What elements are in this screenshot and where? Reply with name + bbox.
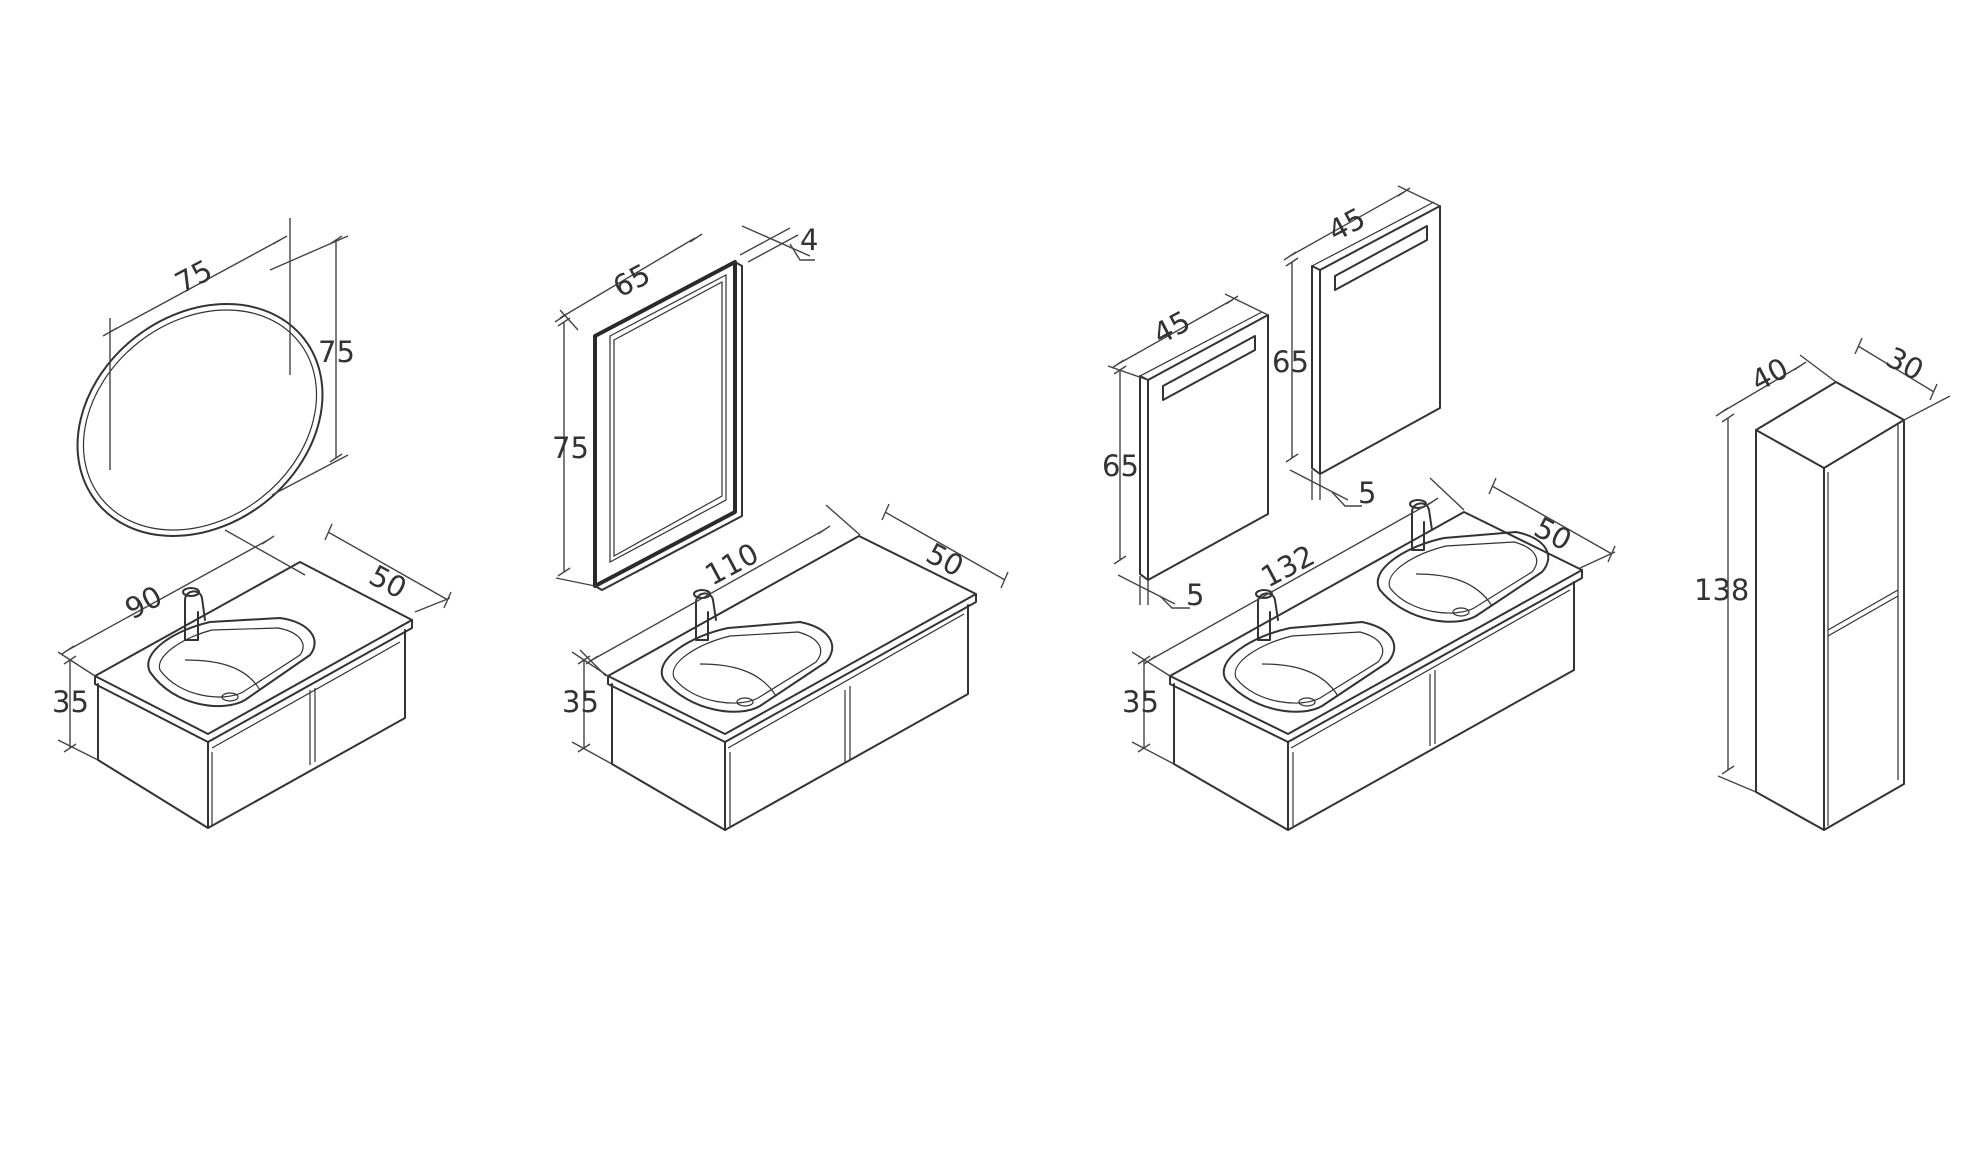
label-mirror-width-2: 65 bbox=[607, 257, 656, 304]
basin-3-left bbox=[1222, 621, 1396, 713]
dimension-mirror-depth-2: 4 bbox=[739, 223, 818, 263]
label-mirror-right-width: 45 bbox=[1322, 201, 1371, 248]
basin-2 bbox=[660, 621, 834, 713]
set-4: 40 30 138 bbox=[1694, 337, 1951, 831]
mirror-cabinet-left bbox=[1139, 311, 1269, 581]
label-mirror-left-depth: 5 bbox=[1186, 578, 1204, 612]
label-column-depth: 30 bbox=[1881, 340, 1930, 387]
dimension-column-height: 138 bbox=[1694, 413, 1757, 793]
label-cabinet-height-2: 35 bbox=[562, 685, 599, 719]
set-1: 75 75 bbox=[52, 218, 452, 829]
vanity-cabinet-1 bbox=[94, 561, 413, 829]
rect-mirror bbox=[593, 260, 743, 591]
label-mirror-width-1: 75 bbox=[169, 253, 218, 300]
dimension-mirror-left-height: 65 bbox=[1102, 365, 1149, 565]
dimension-mirror-width-2: 65 bbox=[554, 233, 703, 331]
label-cabinet-height-1: 35 bbox=[52, 685, 89, 719]
oval-mirror bbox=[76, 303, 324, 537]
basin-1 bbox=[147, 617, 316, 707]
dimension-mirror-right-depth: 5 bbox=[1289, 469, 1376, 510]
label-mirror-depth-2: 4 bbox=[800, 223, 818, 257]
basin-3-right bbox=[1376, 531, 1550, 623]
vanity-cabinet-2 bbox=[607, 535, 977, 831]
set-3: 45 65 5 45 65 bbox=[1102, 185, 1616, 831]
dimension-mirror-height-1: 75 bbox=[269, 235, 355, 496]
faucet-3-right bbox=[1409, 499, 1433, 551]
set-2: 65 4 75 bbox=[552, 223, 1009, 831]
dimension-mirror-right-height: 65 bbox=[1272, 257, 1309, 463]
label-cabinet-width-3: 132 bbox=[1255, 538, 1320, 594]
vanity-cabinet-3 bbox=[1169, 499, 1583, 831]
label-mirror-left-height: 65 bbox=[1102, 449, 1139, 483]
mirror-cabinet-right bbox=[1311, 201, 1441, 475]
dimension-cabinet-height-1: 35 bbox=[52, 651, 99, 761]
label-cabinet-width-1: 90 bbox=[119, 579, 168, 626]
label-mirror-height-1: 75 bbox=[318, 335, 355, 369]
label-cabinet-height-3: 35 bbox=[1122, 685, 1159, 719]
dimension-mirror-width-1: 75 bbox=[102, 218, 291, 470]
dimension-cabinet-height-2: 35 bbox=[562, 651, 613, 765]
dimension-mirror-height-2: 75 bbox=[552, 317, 596, 587]
faucet-1 bbox=[182, 587, 206, 641]
label-column-width: 40 bbox=[1745, 351, 1794, 398]
label-mirror-height-2: 75 bbox=[552, 431, 589, 465]
label-column-height: 138 bbox=[1694, 573, 1749, 607]
label-cabinet-width-2: 110 bbox=[699, 536, 764, 592]
label-mirror-right-depth: 5 bbox=[1358, 476, 1376, 510]
tall-column-cabinet bbox=[1755, 381, 1905, 831]
label-mirror-right-height: 65 bbox=[1272, 345, 1309, 379]
dimension-mirror-left-depth: 5 bbox=[1117, 574, 1204, 612]
dimension-cabinet-height-3: 35 bbox=[1122, 651, 1175, 765]
